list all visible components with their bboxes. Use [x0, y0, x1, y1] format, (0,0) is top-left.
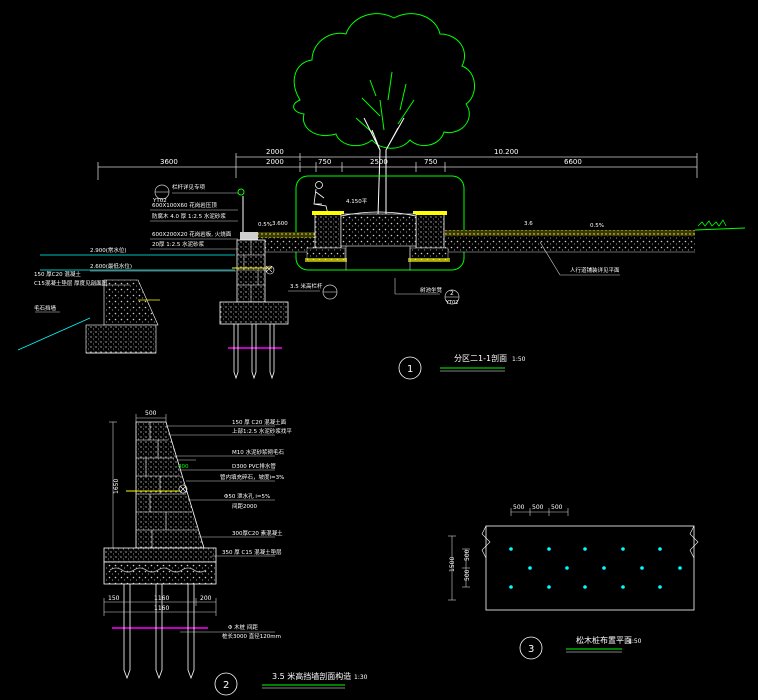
s2-note-1: 上部1:2.5 水泥砂浆找平 — [232, 427, 292, 435]
section2-dim-labels: 500 1650 150 1160 200 1160 — [108, 410, 212, 612]
note-left-3: 600X200X20 花岗岩板, 火烧面 — [152, 230, 232, 238]
ground-profile — [257, 219, 746, 253]
s2-note-8: 350 厚 C15 混凝土垫层 — [222, 548, 282, 556]
s3-dim-total: 1500 — [449, 557, 456, 572]
ref2-top: 2 — [450, 290, 454, 297]
section3-scale: 1:50 — [628, 638, 642, 645]
s2-note-5: Φ50 泄水孔 i=5% — [224, 492, 270, 500]
note-left-1: 600X100X60 花岗岩压顶 — [152, 201, 217, 209]
piles-section1 — [233, 324, 275, 380]
section1-scale: 1:50 — [512, 356, 526, 363]
s2-note-7: 300厚C20 素混凝土 — [232, 529, 283, 537]
rail-label: 3.5 米高栏杆 — [290, 282, 323, 290]
section3-number: 3 — [528, 644, 534, 655]
s2-dim-total: 1160 — [154, 605, 169, 612]
section3-title-block: 3 松木桩布置平面 1:50 — [519, 635, 642, 660]
tree-pit — [305, 211, 450, 270]
section2-number-circle — [214, 672, 238, 696]
dim-row2-0: 3600 — [160, 158, 178, 166]
note-stone: 毛石挡墙 — [34, 304, 57, 312]
note-bench: 树池坐凳 — [420, 286, 443, 294]
top-dimensions — [97, 153, 698, 180]
s2-dim-bottom-1: 1160 — [154, 595, 169, 602]
s2-note-4: 管内填充碎石，坡度i=3% — [220, 473, 284, 481]
section3-dim-labels: 500 500 500 500 500 1500 — [449, 504, 563, 581]
ref2-bot: YT02 — [445, 300, 458, 306]
s2-note-0: 150 厚 C20 混凝土面 — [232, 418, 287, 426]
section2-number: 2 — [223, 680, 229, 691]
s2-note-pile1: Φ 木桩 间距 — [228, 623, 258, 631]
dim-row2-1: 2000 — [266, 158, 284, 166]
section2-notes: 150 厚 C20 混凝土面 上部1:2.5 水泥砂浆找平 M10 水泥砂浆砌毛… — [178, 418, 292, 640]
s2-note-pile2: 桩长3000 直径120mm — [222, 632, 281, 640]
section2-leaders — [166, 425, 275, 633]
s3-dim-top-0: 500 — [513, 504, 525, 511]
slope-right: 0.5% — [590, 223, 604, 229]
section1-title-block: 1 分区二1-1剖面 1:50 — [398, 353, 526, 380]
elev-left: 2.900(常水位) — [90, 246, 127, 254]
s3-dim-top-1: 500 — [532, 504, 544, 511]
dim-row2-2: 750 — [318, 158, 331, 166]
tree-trunk — [363, 117, 405, 217]
note-left-4: 20厚 1:2.5 水泥砂浆 — [152, 240, 205, 248]
section3-dims — [448, 508, 569, 601]
note-pave: 人行道铺装详见平面 — [570, 266, 620, 274]
pile-dots — [509, 547, 682, 589]
elev-bench: 4.150平 — [346, 198, 368, 205]
s2-note-6: 间距2000 — [232, 502, 257, 510]
callout-ref1: YT02 — [152, 184, 170, 204]
dim-row1-0: 2000 — [266, 148, 284, 156]
tree-symbol — [293, 13, 475, 149]
section2-dims — [103, 414, 217, 616]
dim-row1-1: 10.200 — [494, 148, 519, 156]
section2-scale: 1:30 — [354, 674, 368, 681]
section1-number-circle — [398, 356, 422, 380]
dim-row2-4: 750 — [424, 158, 437, 166]
s2-dim-height: 1650 — [113, 479, 120, 494]
note-left-0: 栏杆详见专项 — [172, 183, 206, 191]
detail-callout-frame — [295, 175, 465, 271]
section3-plan — [481, 525, 699, 611]
section2-title: 3.5 米高挡墙剖面构造 — [272, 671, 351, 681]
person-figure — [313, 181, 329, 215]
slope-wall — [85, 279, 160, 354]
s2-note-3: D300 PVC排水管 — [232, 462, 276, 470]
section1-labels: 栏杆详见专项 600X100X60 花岗岩压顶 防腐木 4.0 厚 1:2.5 … — [34, 183, 620, 312]
slope-left: 0.5% — [258, 222, 272, 228]
piles-section2 — [123, 584, 195, 680]
dim-row2-3: 2500 — [370, 158, 388, 166]
note-left-2: 防腐木 4.0 厚 1:2.5 水泥砂浆 — [152, 212, 226, 220]
ref1-label: YT02 — [152, 198, 167, 204]
note-left-5: 150 厚C20 混凝土 — [34, 270, 81, 278]
elev-low: 2.600(最低水位) — [90, 262, 132, 270]
note-left-6: C15混凝土垫层 厚度见剖面图 — [34, 279, 108, 287]
elev-right: 3.6 — [524, 221, 533, 227]
s3-dim-side-0: 500 — [464, 549, 471, 561]
section3-number-circle — [519, 636, 543, 660]
callout-ref2: 2 YT02 — [322, 284, 460, 306]
s3-dim-top-2: 500 — [551, 504, 563, 511]
section1-number: 1 — [407, 364, 413, 375]
section2-wall — [103, 421, 217, 680]
section1-title: 分区二1-1剖面 — [454, 353, 507, 363]
s2-note-2: M10 水泥砂浆砌毛石 — [232, 448, 284, 456]
dim-labels-row1: 2000 10.200 — [266, 148, 519, 156]
water-surface — [17, 254, 235, 351]
dim-row2-5: 6600 — [564, 158, 582, 166]
section3-title: 松木桩布置平面 — [576, 635, 632, 645]
section2-title-block: 2 3.5 米高挡墙剖面构造 1:30 — [214, 671, 368, 696]
s2-dim-top: 500 — [145, 410, 157, 417]
s3-dim-side-1: 500 — [464, 569, 471, 581]
leader-lines-s1 — [35, 192, 620, 313]
elev-mid: 3.600 — [272, 221, 288, 227]
s2-dim-side: 400 — [178, 464, 189, 470]
s2-dim-bottom-2: 200 — [200, 595, 212, 602]
dim-labels-row2: 3600 2000 750 2500 750 6600 — [160, 158, 582, 166]
s2-dim-bottom-0: 150 — [108, 595, 120, 602]
retaining-wall — [219, 188, 289, 380]
